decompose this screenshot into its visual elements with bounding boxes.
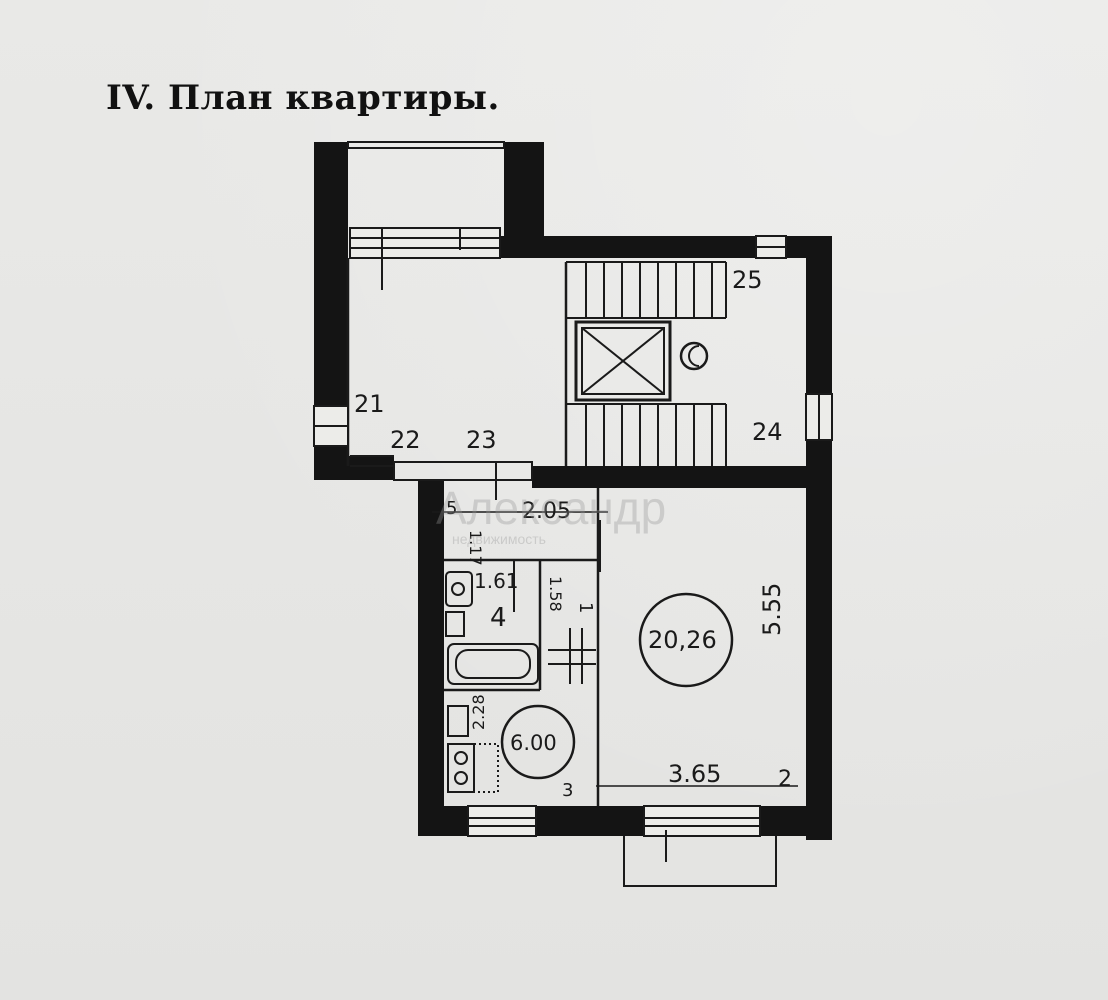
label-21: 21 bbox=[354, 390, 385, 418]
dim-161: 1.61 bbox=[474, 569, 519, 593]
stair-steps-bottom bbox=[585, 404, 713, 466]
label-22: 22 bbox=[390, 426, 421, 454]
stove-icon bbox=[447, 743, 475, 793]
riser-icon bbox=[548, 628, 596, 684]
windows bbox=[313, 141, 833, 887]
dim-555: 5.55 bbox=[758, 583, 786, 636]
wall-right-lower bbox=[806, 440, 832, 840]
wall-right-upper bbox=[806, 258, 832, 394]
label-1: 1 bbox=[575, 602, 596, 613]
wall-niche-post bbox=[504, 142, 544, 238]
room-area-circle bbox=[638, 592, 734, 688]
window-hall bbox=[349, 227, 501, 290]
window-top-right bbox=[755, 235, 787, 259]
wall-top bbox=[500, 236, 756, 258]
window-right bbox=[805, 393, 833, 441]
watermark-sub: недвижимость bbox=[452, 531, 546, 547]
area-circles bbox=[500, 592, 734, 780]
elevator-shaft bbox=[574, 320, 672, 402]
wall-bottom-2 bbox=[536, 806, 644, 836]
dim-117: 1.17 bbox=[466, 530, 485, 566]
kitchen-area: 6.00 bbox=[510, 731, 557, 755]
label-4: 4 bbox=[490, 603, 507, 633]
stair-steps-top bbox=[585, 262, 713, 318]
kitchen-area-circle bbox=[500, 704, 576, 780]
balcony-bottom bbox=[623, 836, 777, 887]
dim-365: 3.65 bbox=[668, 760, 721, 788]
wall-mid-left bbox=[314, 456, 394, 480]
toilet-icon bbox=[445, 611, 465, 637]
walls bbox=[314, 142, 832, 840]
label-2: 2 bbox=[778, 767, 792, 792]
label-5: 5 bbox=[446, 498, 457, 519]
dim-205: 2.05 bbox=[522, 499, 571, 524]
dim-228: 2.28 bbox=[469, 694, 488, 730]
plan-labels: 21 22 23 24 25 5 2.05 1.17 1.61 1.58 4 1… bbox=[354, 266, 792, 801]
partitions bbox=[346, 258, 600, 806]
dim-158: 1.58 bbox=[546, 576, 565, 612]
wall-top-right bbox=[786, 236, 832, 258]
wall-left-upper bbox=[314, 142, 348, 406]
wall-left-lower-block bbox=[418, 480, 444, 836]
room-area: 20,26 bbox=[648, 626, 717, 654]
opening-mid bbox=[393, 461, 533, 500]
dimension-lines bbox=[432, 511, 798, 787]
kitchen-sink-icon bbox=[447, 705, 469, 737]
sink-icon bbox=[445, 571, 473, 607]
label-23: 23 bbox=[466, 426, 497, 454]
staircase bbox=[566, 261, 727, 466]
chute-icon bbox=[679, 341, 709, 371]
label-24: 24 bbox=[752, 418, 783, 446]
window-kitchen bbox=[467, 805, 537, 837]
label-25: 25 bbox=[732, 266, 763, 294]
balcony-rail bbox=[347, 141, 505, 149]
section-heading: IV. План квартиры. bbox=[106, 78, 500, 118]
bathtub-icon bbox=[447, 643, 539, 685]
fixtures bbox=[445, 520, 601, 793]
label-3: 3 bbox=[562, 780, 573, 801]
watermark: Александр недвижимость bbox=[436, 482, 666, 547]
wall-bottom-1 bbox=[418, 806, 468, 836]
wall-bottom-3 bbox=[760, 806, 832, 836]
window-room bbox=[643, 805, 761, 862]
wall-mid bbox=[532, 466, 822, 488]
watermark-main: Александр bbox=[436, 482, 666, 534]
window-left bbox=[313, 405, 394, 467]
counter-icon bbox=[473, 743, 499, 793]
